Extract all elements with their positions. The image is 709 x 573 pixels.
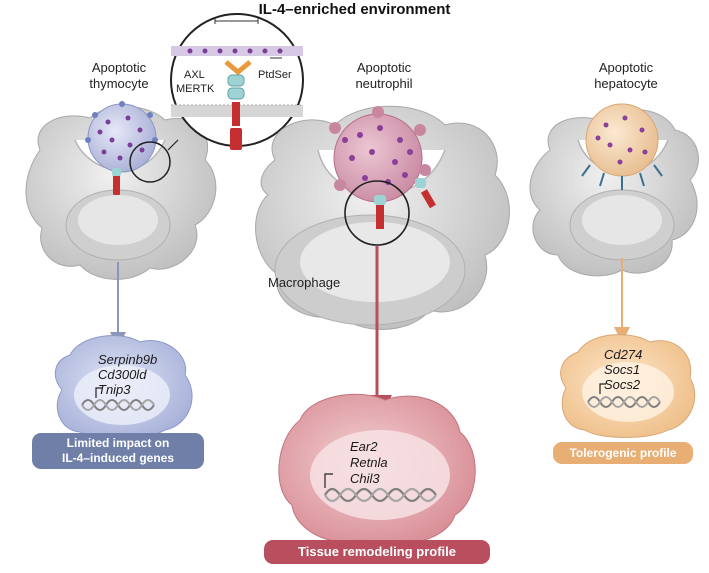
neutrophil-label-line1: Apoptotic	[356, 60, 412, 75]
center-gene-2: Retnla	[350, 455, 388, 470]
right-profile-pill: Tolerogenic profile	[569, 446, 677, 460]
left-gene-2: Cd300ld	[98, 367, 147, 382]
right-outcome-cell	[560, 334, 696, 438]
hepatocyte-label-line1: Apoptotic	[598, 60, 654, 75]
receptor-inset	[170, 13, 304, 150]
inset-mertk-label: MERTK	[176, 83, 215, 95]
thymocyte-label-line2: thymocyte	[89, 76, 149, 91]
hepatocyte-label-line2: hepatocyte	[594, 76, 658, 91]
center-profile-pill: Tissue remodeling profile	[298, 544, 456, 559]
right-gene-2: Socs1	[604, 362, 641, 377]
left-profile-pill: Limited impact on IL-4–induced genes	[32, 436, 204, 466]
macrophage-label: Macrophage	[268, 275, 341, 290]
neutrophil-label-line2: neutrophil	[355, 76, 413, 91]
thymocyte-label: Apoptotic thymocyte	[74, 60, 164, 92]
apoptotic-hepatocyte	[581, 103, 663, 190]
left-gene-1: Serpinb9b	[98, 352, 158, 367]
apoptotic-neutrophil	[329, 106, 436, 229]
center-gene-3: Chil3	[350, 471, 380, 486]
center-profile-pill-bg	[264, 540, 490, 564]
zoom-circle-center	[344, 180, 410, 246]
left-gene-3: Tnip3	[98, 382, 131, 397]
right-gene-3: Socs2	[604, 377, 641, 392]
left-profile-pill-bg	[32, 433, 204, 469]
center-outcome-cell	[278, 393, 476, 546]
hepatocyte-label: Apoptotic hepatocyte	[576, 60, 676, 92]
right-gene-1: Cd274	[604, 347, 643, 362]
apoptotic-thymocyte	[85, 101, 158, 195]
left-profile-line2: IL-4–induced genes	[61, 451, 175, 465]
left-outcome-cell	[54, 335, 193, 439]
inset-ptdser-label: PtdSer	[258, 69, 292, 81]
thymocyte-label-line1: Apoptotic	[91, 60, 147, 75]
inset-axl-label: AXL	[184, 69, 205, 81]
neutrophil-label: Apoptotic neutrophil	[334, 60, 434, 92]
center-gene-1: Ear2	[350, 439, 378, 454]
zoom-circle-left	[129, 141, 171, 183]
left-profile-line1: Limited impact on	[66, 436, 170, 450]
diagram-title: IL-4–enriched environment	[258, 1, 451, 18]
right-profile-pill-bg	[553, 442, 693, 464]
